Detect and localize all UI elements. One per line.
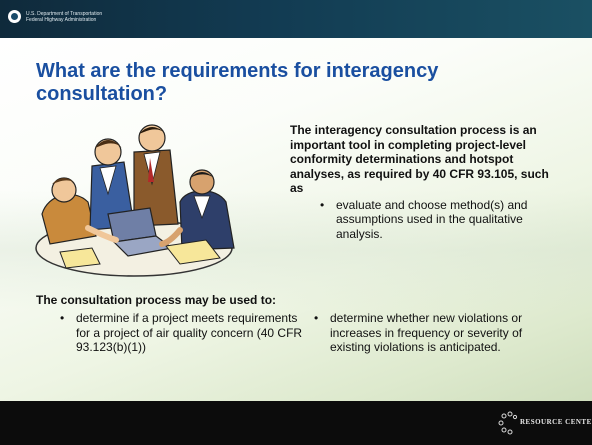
intro-bullet-list: evaluate and choose method(s) and assump… [290, 198, 560, 242]
right-bullet-item: determine whether new violations or incr… [308, 311, 564, 355]
agency-line-1: U.S. Department of Transportation [26, 10, 103, 17]
agency-line-2: Federal Highway Administration [26, 16, 97, 23]
resource-center-logo: RESOURCE CENTER [498, 409, 592, 437]
dot-logo-icon [8, 10, 21, 23]
agency-name: U.S. Department of Transportation Federa… [26, 11, 102, 23]
intro-bullet-item: evaluate and choose method(s) and assump… [314, 198, 560, 242]
resource-center-dots-icon [498, 411, 518, 435]
header-bar: U.S. Department of Transportation Federa… [0, 0, 592, 38]
intro-block: The interagency consultation process is … [290, 123, 560, 241]
slide-title: What are the requirements for interagenc… [36, 60, 439, 105]
agency-logo: U.S. Department of Transportation Federa… [8, 10, 102, 23]
right-bullet-list: determine whether new violations or incr… [308, 311, 564, 355]
right-bullet-column: determine whether new violations or incr… [308, 309, 564, 355]
meeting-people-illustration [35, 124, 235, 277]
footer-bar: RESOURCE CENTER [0, 401, 592, 445]
left-bullet-list: determine if a project meets requirement… [54, 311, 304, 355]
left-bullet-column: determine if a project meets requirement… [54, 309, 304, 355]
left-bullet-item: determine if a project meets requirement… [54, 311, 304, 355]
consultation-lead: The consultation process may be used to: [36, 293, 277, 307]
resource-center-text: RESOURCE CENTER [520, 418, 592, 426]
intro-text: The interagency consultation process is … [290, 123, 549, 195]
